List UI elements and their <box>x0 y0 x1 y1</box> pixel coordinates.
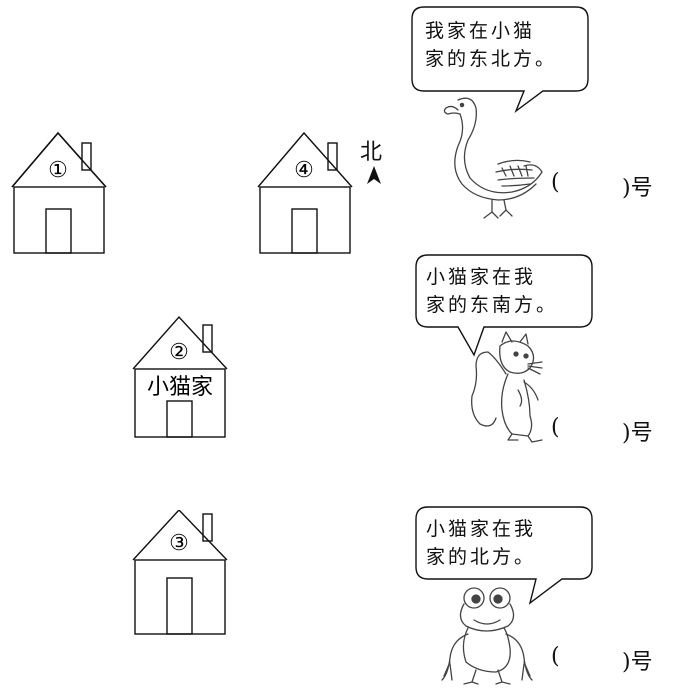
goose-speech-text: 我家在小猫 家的东北方。 <box>425 17 557 73</box>
north-arrow-icon <box>367 166 381 184</box>
goose-illustration <box>443 97 543 219</box>
house-2-number: ② <box>169 340 189 365</box>
goose-speech-period: 。 <box>535 48 558 70</box>
frog-speech-text: 小猫家在我 家的北方。 <box>426 515 536 571</box>
house-4-number: ④ <box>294 158 314 183</box>
frog-illustration <box>441 587 533 685</box>
frog-answer-blank[interactable]: ( <box>551 644 560 669</box>
house-3-number: ③ <box>169 531 189 556</box>
squirrel-speech-period: 。 <box>536 294 559 316</box>
north-label: 北 <box>360 140 383 165</box>
squirrel-answer-blank[interactable]: ( <box>551 415 560 440</box>
frog-answer-close: )号 <box>622 650 653 675</box>
squirrel-speech-line-2: 家的东南方 <box>426 294 537 316</box>
frog-speech-bubble <box>415 506 593 605</box>
goose-speech-bubble <box>411 6 589 114</box>
goose-answer-close: )号 <box>622 176 653 201</box>
house-2-label: 小猫家 <box>147 375 213 400</box>
house-2-kitten-home: ② 小猫家 <box>132 315 228 438</box>
house-4: ④ <box>257 131 353 254</box>
frog-speech-line-2: 家的北方 <box>426 546 515 568</box>
goose-speech-line-2: 家的东北方 <box>425 48 536 70</box>
house-1-number: ① <box>48 158 68 183</box>
squirrel-speech-line-1: 小猫家在我 <box>426 266 537 288</box>
squirrel-illustration <box>471 331 543 443</box>
squirrel-answer-close: )号 <box>622 421 653 446</box>
goose-answer-blank[interactable]: ( <box>551 170 560 195</box>
goose-speech-line-1: 我家在小猫 <box>425 20 536 42</box>
squirrel-speech-text: 小猫家在我 家的东南方。 <box>426 263 558 319</box>
squirrel-speech-bubble <box>415 254 593 357</box>
frog-speech-line-1: 小猫家在我 <box>426 518 537 540</box>
house-1: ① <box>11 131 107 254</box>
house-3: ③ <box>132 510 228 635</box>
frog-speech-period: 。 <box>514 546 537 568</box>
